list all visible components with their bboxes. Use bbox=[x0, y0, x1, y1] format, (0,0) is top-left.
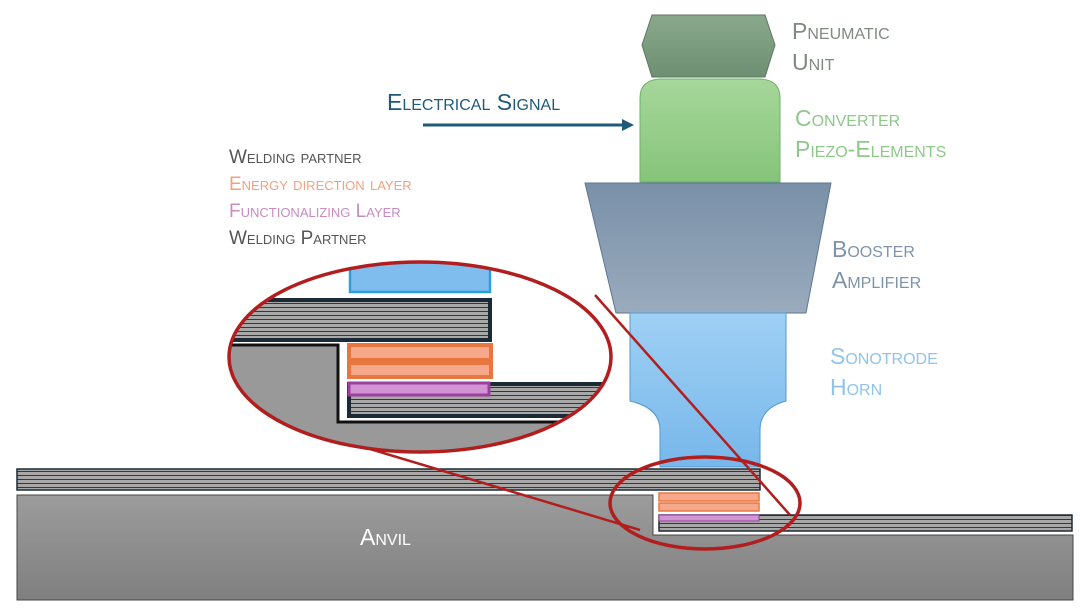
legend-welding-partner-lower: Welding Partner bbox=[229, 228, 367, 249]
upper-welding-partner bbox=[16, 468, 761, 491]
zoomed-detail bbox=[229, 262, 611, 452]
pneumatic-label-line2: Unit bbox=[792, 49, 835, 75]
pneumatic-label-line1: Pneumatic bbox=[792, 18, 890, 44]
electrical-signal-label: Electrical Signal bbox=[387, 89, 561, 115]
sonotrode-label-line2: Horn bbox=[830, 374, 883, 400]
anvil bbox=[16, 494, 1074, 601]
sonotrode-label: Sonotrode Horn bbox=[830, 345, 938, 399]
electrical-signal-arrow bbox=[423, 119, 634, 131]
sonotrode-horn bbox=[629, 312, 787, 468]
energy-direction-layer-1 bbox=[658, 492, 760, 502]
anvil-label: Anvil bbox=[360, 524, 411, 550]
legend-functionalizing-layer: Functionalizing Layer bbox=[229, 201, 401, 222]
booster-unit bbox=[584, 182, 832, 314]
magnifier-large bbox=[227, 260, 613, 454]
booster-label: Booster Amplifier bbox=[832, 238, 921, 292]
converter-label-line2: Piezo-Elements bbox=[795, 136, 947, 162]
booster-label-line1: Booster bbox=[832, 236, 915, 262]
converter-label: Converter Piezo-Elements bbox=[795, 107, 946, 161]
magnifier-small bbox=[608, 455, 802, 551]
legend-energy-direction-layer: Energy direction layer bbox=[229, 174, 412, 195]
legend-welding-partner-upper: Welding partner bbox=[229, 147, 362, 168]
booster-label-line2: Amplifier bbox=[832, 267, 922, 293]
functionalizing-layer bbox=[658, 514, 760, 522]
converter-unit bbox=[639, 78, 781, 183]
pneumatic-label: Pneumatic Unit bbox=[792, 20, 890, 74]
lower-welding-partner bbox=[658, 514, 1073, 532]
converter-label-line1: Converter bbox=[795, 105, 901, 131]
sonotrode-label-line1: Sonotrode bbox=[830, 343, 938, 369]
pneumatic-unit bbox=[641, 14, 776, 78]
energy-direction-layer-2 bbox=[658, 502, 760, 512]
magnifier-line-bottom bbox=[339, 438, 641, 532]
magnifier-line-top bbox=[594, 294, 791, 516]
